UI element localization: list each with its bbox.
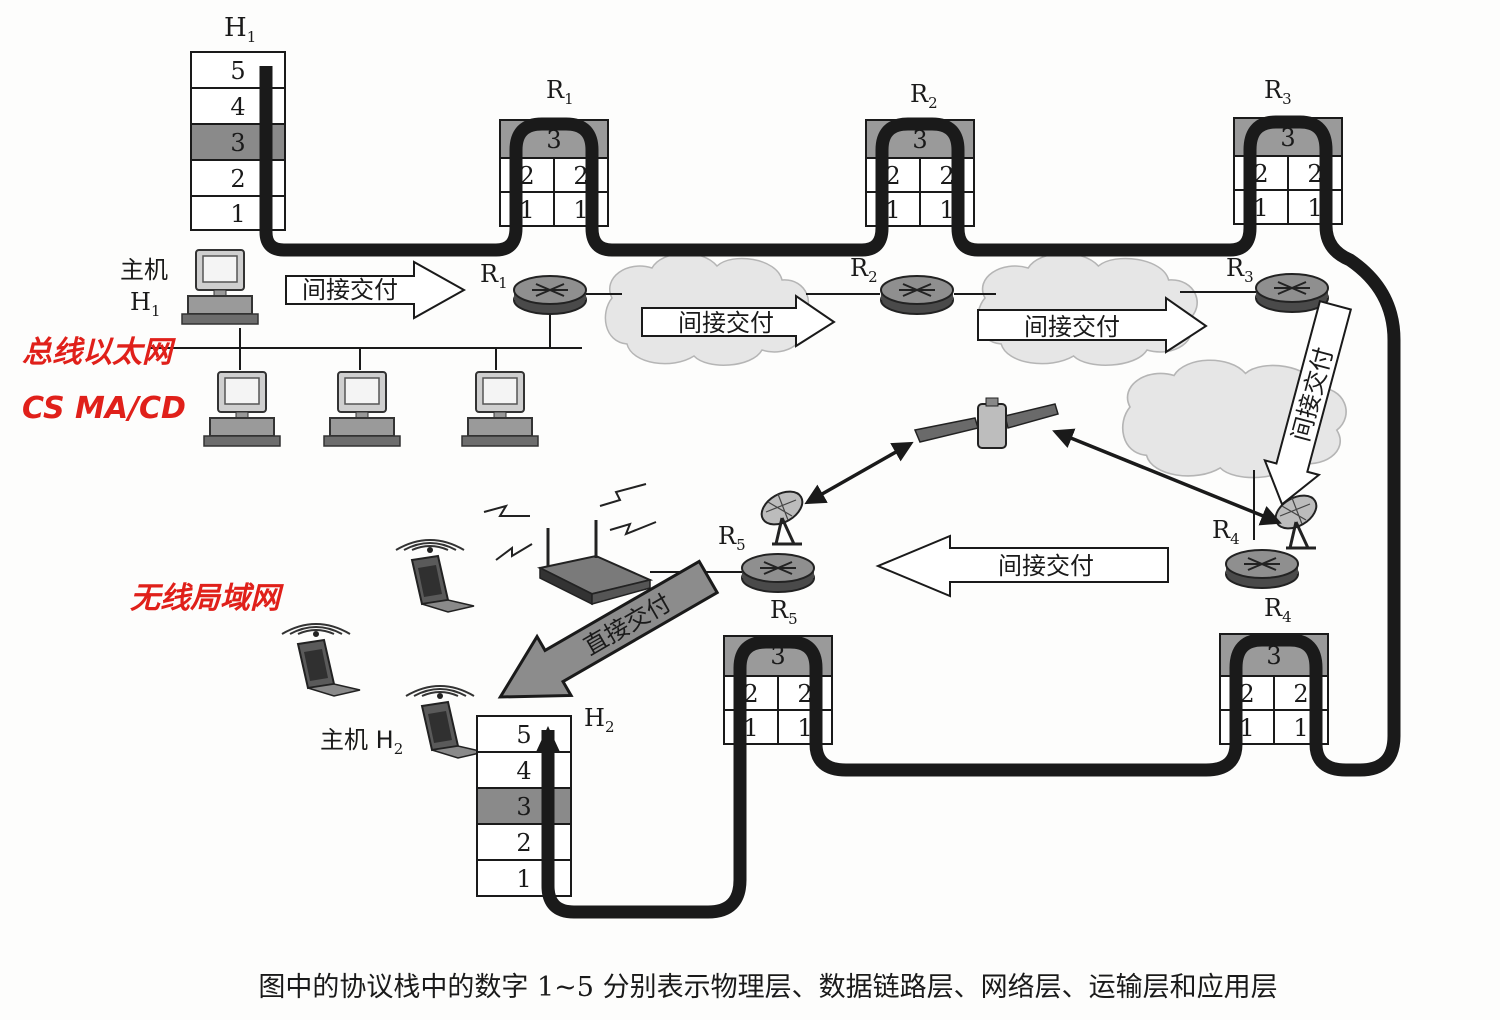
- layer-number: 2: [885, 162, 900, 190]
- router-r2-icon: [880, 275, 954, 315]
- r4-icon-label: R4: [1212, 516, 1240, 548]
- indirect-delivery-label: 间接交付: [998, 552, 1094, 580]
- layer-number: 2: [1239, 680, 1254, 708]
- layer-number: 3: [546, 126, 561, 154]
- layer-number: 1: [230, 200, 245, 228]
- layer-number: 4: [230, 93, 245, 121]
- h1-stack-label: H1: [224, 13, 256, 46]
- r4-stack-label: R4: [1264, 594, 1292, 626]
- r5-icon-label: R5: [718, 522, 746, 554]
- indirect-delivery-label: 间接交付: [678, 309, 774, 337]
- layer-number: 3: [516, 793, 531, 821]
- laptop-h2-icon: [405, 685, 485, 759]
- data-flow-arrowhead-icon: [536, 726, 560, 752]
- layer-number: 2: [519, 162, 534, 190]
- host-computer-icon: [323, 371, 401, 447]
- csma-annotation: CS MA/CD: [22, 391, 186, 426]
- layer-number: 2: [797, 680, 812, 708]
- layer-number: 3: [770, 642, 785, 670]
- router-r5-icon: [741, 553, 815, 593]
- layer-number: 1: [797, 714, 812, 742]
- satellite-icon: [913, 397, 1059, 449]
- layer-number: 1: [885, 196, 900, 224]
- layer-number: 1: [1253, 194, 1268, 222]
- r3-icon-label: R3: [1226, 254, 1254, 286]
- laptop-icon: [281, 623, 361, 697]
- wireless-signal-icon: [483, 483, 657, 561]
- layer-number: 1: [1307, 194, 1322, 222]
- r2-stack-label: R2: [910, 80, 938, 112]
- layer-number: 4: [516, 757, 531, 785]
- indirect-delivery-label: 间接交付: [1024, 313, 1120, 341]
- bus-ethernet-annotation: 总线以太网: [22, 335, 176, 370]
- layer-number: 2: [939, 162, 954, 190]
- router-r1-icon: [513, 275, 587, 315]
- layer-number: 1: [939, 196, 954, 224]
- layer-number: 1: [1239, 714, 1254, 742]
- r2-icon-label: R2: [850, 254, 878, 286]
- router-r4-icon: [1225, 549, 1299, 589]
- r1-icon-label: R1: [480, 260, 508, 292]
- satellite-link-arrow: [804, 441, 914, 505]
- layer-number: 1: [519, 196, 534, 224]
- indirect-delivery-arrow-5: 间接交付: [875, 534, 1169, 598]
- layer-number: 2: [1307, 160, 1322, 188]
- layer-number: 2: [1293, 680, 1308, 708]
- figure-caption: 图中的协议栈中的数字 1~5 分别表示物理层、数据链路层、网络层、运输层和应用层: [258, 972, 1277, 1003]
- r3-stack-label: R3: [1264, 76, 1292, 108]
- host-computer-icon: [461, 371, 539, 447]
- layer-number: 2: [573, 162, 588, 190]
- layer-number: 1: [516, 865, 531, 893]
- data-flow-path: [259, 66, 1401, 919]
- r5-stack-label: R5: [770, 596, 798, 628]
- h1-host-label: 主机: [120, 256, 168, 284]
- wireless-lan-annotation: 无线局域网: [130, 581, 284, 616]
- layer-number: 1: [573, 196, 588, 224]
- r1-stack-label: R1: [546, 76, 574, 108]
- router-r3-icon: [1255, 273, 1329, 313]
- satellite-dish-icon: [754, 483, 810, 546]
- indirect-delivery-arrow-1: 间接交付: [285, 260, 467, 320]
- layer-number: 2: [230, 165, 245, 193]
- layer-number: 3: [912, 126, 927, 154]
- layer-number: 3: [1280, 124, 1295, 152]
- layer-number: 5: [230, 57, 245, 85]
- layer-number: 5: [516, 721, 531, 749]
- layer-number: 3: [1266, 642, 1281, 670]
- indirect-delivery-arrow-3: 间接交付: [977, 296, 1208, 354]
- laptop-icon: [395, 539, 475, 613]
- layer-number: 3: [230, 129, 245, 157]
- host-h1-computer-icon: [181, 249, 259, 325]
- layer-number: 2: [516, 829, 531, 857]
- h2-host-label: 主机 H2: [320, 726, 403, 758]
- layer-number: 2: [743, 680, 758, 708]
- h1-host-name: H1: [130, 288, 160, 320]
- satellite-link-arrow: [1052, 428, 1282, 526]
- h2-stack-label: H2: [584, 704, 614, 736]
- satellite-dish-icon: [1268, 487, 1324, 550]
- wireless-access-point-icon: [537, 520, 654, 606]
- indirect-delivery-label: 间接交付: [302, 276, 398, 304]
- indirect-delivery-arrow-2: 间接交付: [641, 294, 836, 348]
- host-computer-icon: [203, 371, 281, 447]
- layer-number: 1: [743, 714, 758, 742]
- h2-protocol-stack: 5 4 3 2 1: [476, 715, 572, 897]
- layer-number: 2: [1253, 160, 1268, 188]
- layer-number: 1: [1293, 714, 1308, 742]
